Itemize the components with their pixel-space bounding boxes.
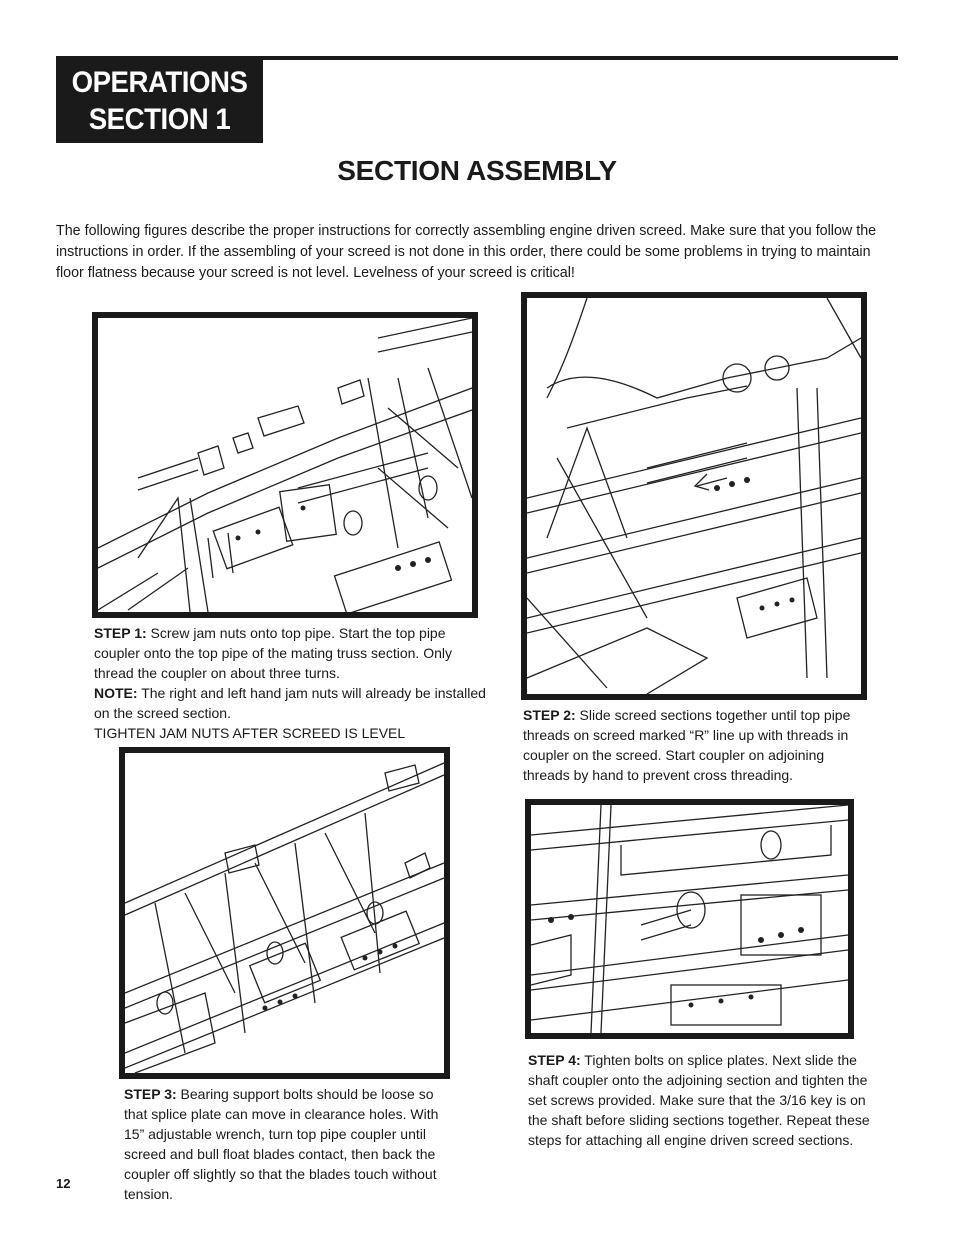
figure-step3 <box>119 747 450 1079</box>
step2-text: Slide screed sections together until top… <box>523 707 851 783</box>
section-header-line2: SECTION 1 <box>88 103 231 136</box>
step3-label: STEP 3: <box>124 1086 177 1102</box>
step3-text: Bearing support bolts should be loose so… <box>124 1086 439 1202</box>
step1-note-label: NOTE: <box>94 685 138 701</box>
figure-step1-illustration <box>98 318 472 612</box>
step1-text: Screw jam nuts onto top pipe. Start the … <box>94 625 452 681</box>
section-header-box: OPERATIONS SECTION 1 <box>56 60 263 143</box>
step2-label: STEP 2: <box>523 707 576 723</box>
page-number: 12 <box>56 1176 71 1191</box>
figure-step3-illustration <box>125 762 444 1073</box>
figure-step4 <box>525 799 854 1039</box>
step4-caption: STEP 4: Tighten bolts on splice plates. … <box>528 1050 878 1150</box>
step1-label: STEP 1: <box>94 625 147 641</box>
step4-text: Tighten bolts on splice plates. Next sli… <box>528 1052 870 1148</box>
figure-step4-illustration <box>531 805 848 1033</box>
figure-step2 <box>521 292 867 700</box>
step1-extra: TIGHTEN JAM NUTS AFTER SCREED IS LEVEL <box>94 725 406 741</box>
intro-paragraph: The following figures describe the prope… <box>56 223 877 281</box>
step3-caption: STEP 3: Bearing support bolts should be … <box>124 1084 454 1204</box>
section-header-line1: OPERATIONS <box>71 66 248 99</box>
figure-step1 <box>92 312 478 618</box>
header-rule <box>56 56 898 60</box>
step4-label: STEP 4: <box>528 1052 581 1068</box>
figure-step2-illustration <box>527 298 861 694</box>
step1-caption: STEP 1: Screw jam nuts onto top pipe. St… <box>94 623 486 743</box>
step1-note-text: The right and left hand jam nuts will al… <box>94 685 486 721</box>
step2-caption: STEP 2: Slide screed sections together u… <box>523 705 873 785</box>
page-title: SECTION ASSEMBLY <box>337 155 617 186</box>
